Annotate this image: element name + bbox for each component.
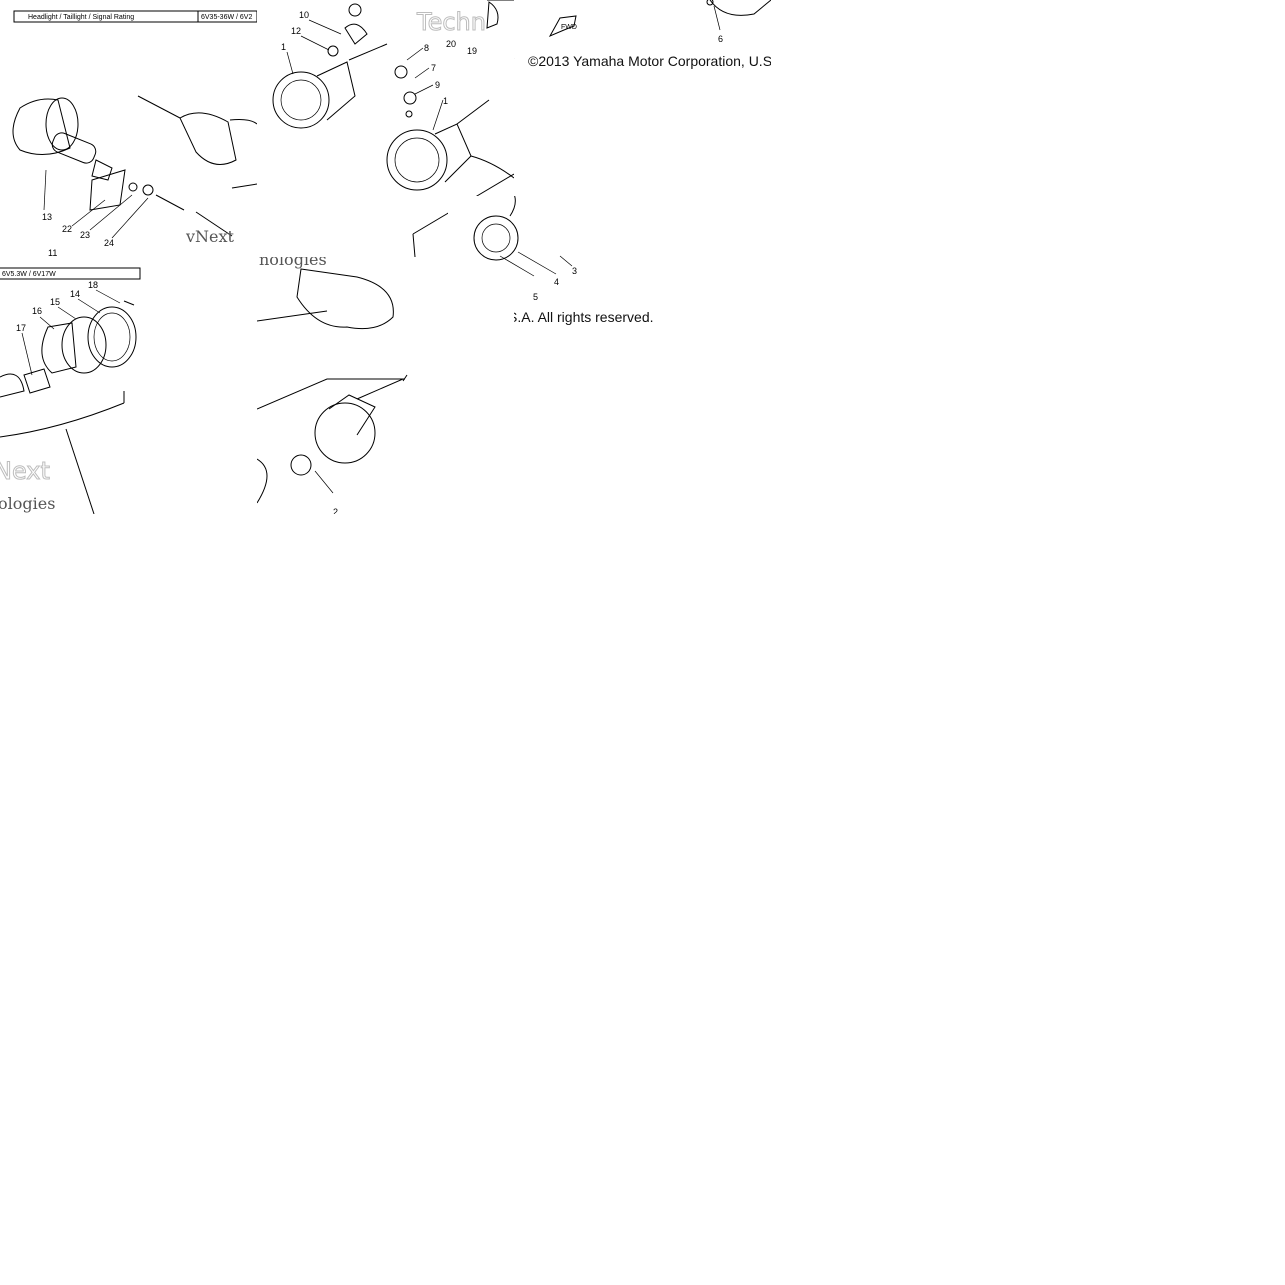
callout-10: 10 <box>299 10 309 20</box>
callout-19: 19 <box>467 46 477 56</box>
rating-table-box-2 <box>0 267 141 280</box>
diagram-svg-callouts-bottom: 5 4 3 <box>473 196 577 300</box>
watermark-techn: Techn <box>416 8 486 36</box>
turn-signal-lamp-partial <box>137 95 257 237</box>
callout-4: 4 <box>554 277 559 287</box>
callout-5: 5 <box>533 292 538 300</box>
callout-17: 17 <box>16 323 26 333</box>
callout-11: 11 <box>48 248 57 257</box>
callout-20: 20 <box>446 39 456 49</box>
callout-23: 23 <box>80 230 90 240</box>
callout-8: 8 <box>424 43 429 53</box>
diagram-svg-center: nologies 2 <box>257 257 408 514</box>
tail-lamp-exploded <box>0 300 137 514</box>
callout-9: 9 <box>435 80 440 90</box>
turn-signal-lamp-upper <box>272 3 388 129</box>
rating-table-box <box>13 10 257 23</box>
callout-3: 3 <box>572 266 577 276</box>
rating-table-label: Headlight / Taillight / Signal Rating <box>28 14 134 21</box>
copyright-text-top: ©2013 Yamaha Motor Corporation, U.S <box>528 53 771 69</box>
signal-lamp-body <box>257 374 408 504</box>
callout-6: 6 <box>718 34 723 44</box>
callout-18: 18 <box>88 280 98 290</box>
callout-22: 22 <box>62 224 72 234</box>
watermark-next: Next <box>0 457 50 485</box>
diagram-svg-middle-left: 6V5.3W / 6V17W 18 14 15 16 17 Next ologi… <box>0 267 141 514</box>
diagram-svg-top-middle: Techn 10 12 1 8 7 <box>272 0 514 257</box>
rating-table-value: 6V35-36W / 6V2 <box>201 14 252 21</box>
watermark-vnext: vNext <box>185 227 235 246</box>
callout-7: 7 <box>431 63 436 73</box>
callout-12: 12 <box>291 26 301 36</box>
rating-table-value-2: 6V5.3W / 6V17W <box>2 271 56 278</box>
callout-14: 14 <box>70 289 80 299</box>
svg-text:FWD: FWD <box>561 24 577 31</box>
callout-24: 24 <box>104 238 114 248</box>
callout-2: 2 <box>333 507 338 514</box>
callout-1: 1 <box>281 42 286 52</box>
front-arrow-icon: FWD <box>548 15 577 38</box>
turn-signal-lamp-left <box>12 97 185 211</box>
callout-15: 15 <box>50 297 60 307</box>
callout-16: 16 <box>32 306 42 316</box>
diagram-svg-top-left: Headlight / Taillight / Signal Rating 6V… <box>12 10 257 257</box>
lamp-lens-partial <box>473 196 519 261</box>
diagram-tile-callouts-bottom: 5 4 3 <box>448 196 608 300</box>
lamp-partial-right <box>709 0 771 16</box>
callout-1b: 1 <box>443 96 448 106</box>
watermark-nologies: nologies <box>259 257 327 269</box>
callout-13: 13 <box>42 212 52 222</box>
signal-lamp-housing <box>257 268 394 330</box>
diagram-tile-top-left: Headlight / Taillight / Signal Rating 6V… <box>0 0 257 257</box>
diagram-tile-middle-left: 6V5.3W / 6V17W 18 14 15 16 17 Next ologi… <box>0 257 257 514</box>
diagram-svg-top-right: FWD 6 13 <box>514 0 771 59</box>
watermark-ologies: ologies <box>0 494 55 513</box>
copyright-text-bottom: S.A. All rights reserved. <box>514 309 654 325</box>
